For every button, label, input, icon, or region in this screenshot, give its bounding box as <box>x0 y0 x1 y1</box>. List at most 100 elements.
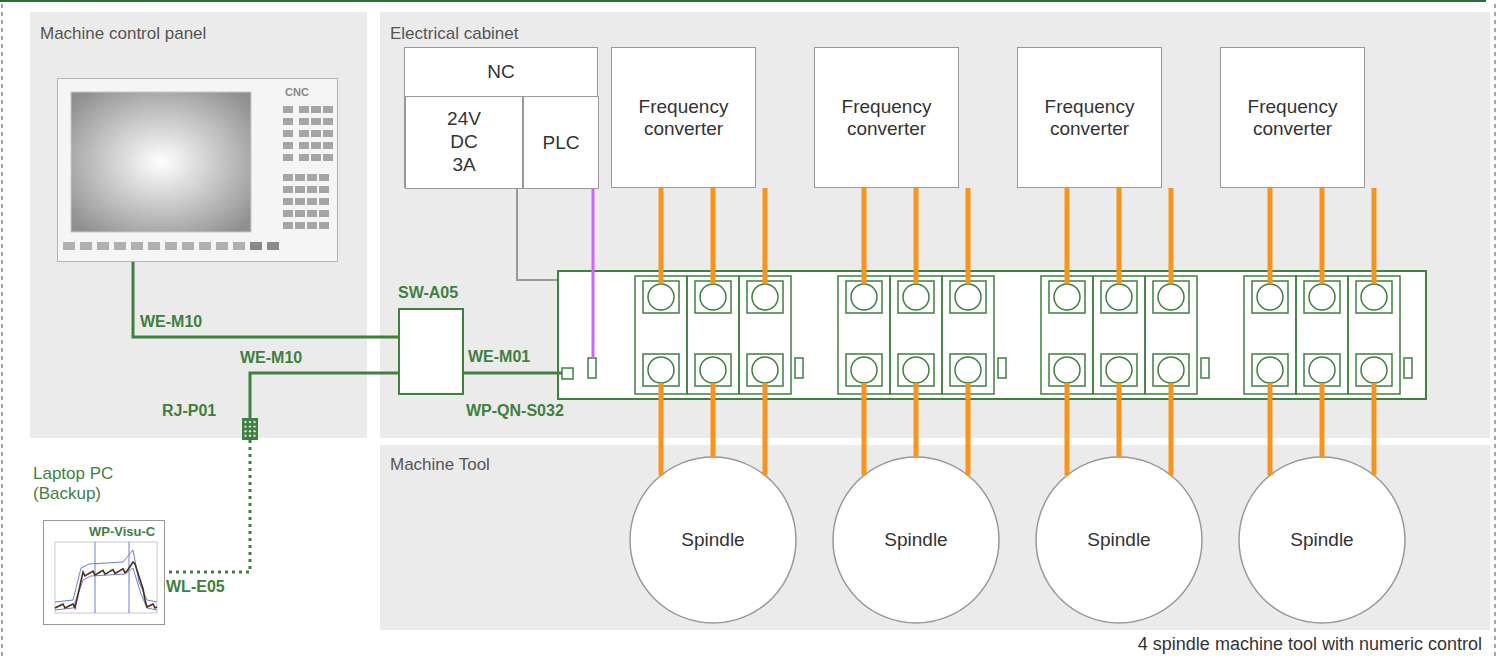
key <box>323 142 333 149</box>
terminal-screw <box>851 284 877 310</box>
region-heading: Electrical cabinet <box>390 24 519 44</box>
key <box>319 222 329 229</box>
unit-label: Spindle <box>1087 529 1150 551</box>
wire <box>1320 188 1325 284</box>
text-frame: Laptop PC (Backup) <box>33 464 145 503</box>
rj45-body <box>242 418 258 440</box>
monitor-screen <box>71 92 251 232</box>
wire <box>914 383 919 457</box>
key <box>319 174 329 181</box>
spindle-outline <box>1036 457 1202 623</box>
wire <box>659 383 664 475</box>
text-frame: Frequency converter <box>1018 48 1161 187</box>
wire <box>1169 383 1174 475</box>
terminal-screw <box>955 357 981 383</box>
terminal-screw <box>1309 357 1335 383</box>
cable-label: WE-M01 <box>468 348 530 366</box>
key <box>299 106 309 113</box>
software-label: WP-Visu-C <box>89 524 155 539</box>
wire <box>862 383 867 475</box>
rj45-dot <box>253 421 255 423</box>
frequency-converter-box: Frequency converter <box>814 47 959 188</box>
plc-box: PLC <box>523 96 599 189</box>
terminal-clamp <box>747 354 783 386</box>
connector <box>517 189 557 280</box>
key <box>80 242 92 250</box>
terminal-cell <box>1244 276 1296 394</box>
chart-area <box>55 542 157 613</box>
wire <box>592 189 595 358</box>
terminal-clamp <box>846 354 882 386</box>
wire <box>1065 383 1070 475</box>
rj45-dot <box>249 430 251 432</box>
connector <box>250 373 398 418</box>
unit-label: Frequency converter <box>624 96 744 140</box>
key <box>267 242 279 250</box>
caption: 4 spindle machine tool with numeric cont… <box>1138 634 1482 655</box>
text-frame: SW-A05 <box>398 284 458 302</box>
wire <box>1117 383 1122 457</box>
key <box>233 242 245 250</box>
terminal-clamp <box>1356 281 1392 313</box>
terminal-cell <box>942 276 994 394</box>
terminal-rail: WP-QN-S032 <box>557 270 1427 400</box>
terminal-cell <box>687 276 739 394</box>
terminal-clamp <box>1101 354 1137 386</box>
key <box>250 242 262 250</box>
key <box>182 242 194 250</box>
terminal-screw <box>648 284 674 310</box>
key <box>63 242 75 250</box>
terminal-clamp <box>898 281 934 313</box>
unit-label: PLC <box>543 132 580 154</box>
region-panel: Machine ToolSpindleSpindleSpindleSpindle <box>380 445 1490 630</box>
terminal-cell <box>739 276 791 394</box>
text-frame: Electrical cabinet <box>390 24 519 44</box>
key <box>199 242 211 250</box>
text-frame: Spindle <box>832 456 1000 624</box>
network-switch: SW-A05 <box>398 308 464 395</box>
connector <box>1067 383 1171 475</box>
key <box>216 242 228 250</box>
terminal-clamp <box>1304 281 1340 313</box>
terminal-screw <box>1158 357 1184 383</box>
caption-frame: 4 spindle machine tool with numeric cont… <box>1138 634 1482 655</box>
frequency-converter-box: Frequency converter <box>1017 47 1162 188</box>
terminal-screw <box>700 357 726 383</box>
key <box>114 242 126 250</box>
terminal-screw <box>1106 284 1132 310</box>
text-frame: Machine Tool <box>390 455 490 475</box>
unit-label: Frequency converter <box>1233 96 1353 140</box>
terminal-cell <box>1296 276 1348 394</box>
edge-label-frame: WL-E05 <box>166 578 225 596</box>
spindle-outline <box>630 457 796 623</box>
edge-label-frame: WE-M10 <box>240 349 302 367</box>
rj45-dot <box>253 435 255 437</box>
key <box>307 210 317 217</box>
key <box>307 222 317 229</box>
text-frame: Spindle <box>629 456 797 624</box>
frame-top-line <box>0 0 1486 2</box>
terminal-clamp <box>1304 354 1340 386</box>
terminal-cell <box>890 276 942 394</box>
terminal-slot <box>998 358 1006 378</box>
frame-dashed-line <box>1494 4 1496 660</box>
unit-label: Spindle <box>681 529 744 551</box>
key <box>319 198 329 205</box>
part-label: RJ-P01 <box>162 402 216 420</box>
chart-marker <box>129 542 130 613</box>
key <box>311 118 321 125</box>
wire <box>165 440 250 572</box>
terminal-screw <box>1257 357 1283 383</box>
spindle-circle: Spindle <box>1035 456 1203 624</box>
edge-label-frame: WE-M10 <box>140 313 202 331</box>
wire <box>711 188 716 284</box>
key <box>311 154 321 161</box>
connector <box>464 373 562 374</box>
wire <box>464 372 562 375</box>
laptop-screen: Laptop PC (Backup)WP-Visu-C <box>43 520 165 625</box>
part-label: WP-QN-S032 <box>466 402 564 420</box>
frequency-converter-box: Frequency converter <box>1220 47 1365 188</box>
wire <box>1372 188 1377 284</box>
rj45-dot <box>244 425 246 427</box>
terminal-clamp <box>846 281 882 313</box>
